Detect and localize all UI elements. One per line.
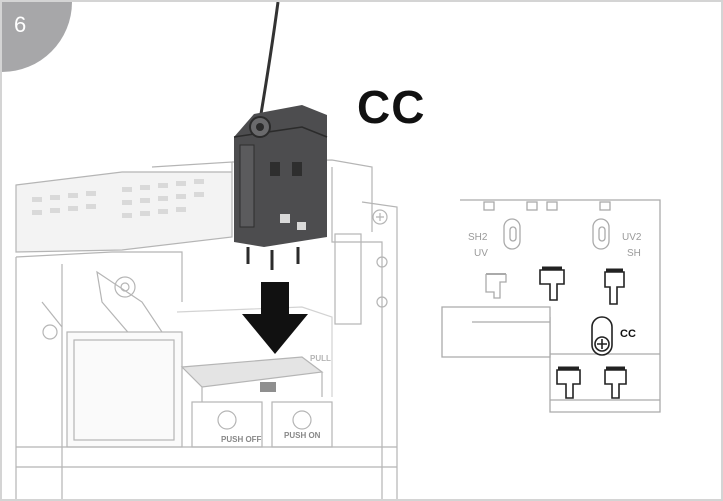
push-off-label: PUSH OFF <box>221 435 262 444</box>
detail-label-uv2: UV2 <box>622 232 642 243</box>
detail-label-cc: CC <box>620 328 636 340</box>
breaker-body <box>15 159 398 499</box>
detail-label-sh: SH <box>627 248 641 259</box>
insert-arrow <box>242 282 308 354</box>
push-on-label: PUSH ON <box>284 431 321 440</box>
step-badge: 6 <box>2 2 72 72</box>
detail-label-uv: UV <box>474 248 488 259</box>
detail-label-sh2: SH2 <box>468 232 488 243</box>
slot-detail <box>441 199 661 413</box>
cc-module <box>233 105 328 270</box>
pull-label: PULL <box>310 354 331 363</box>
module-wire <box>258 2 280 121</box>
accessory-title: CC <box>357 81 426 133</box>
step-number: 6 <box>14 12 27 37</box>
slot-detail-terminals <box>539 266 627 399</box>
